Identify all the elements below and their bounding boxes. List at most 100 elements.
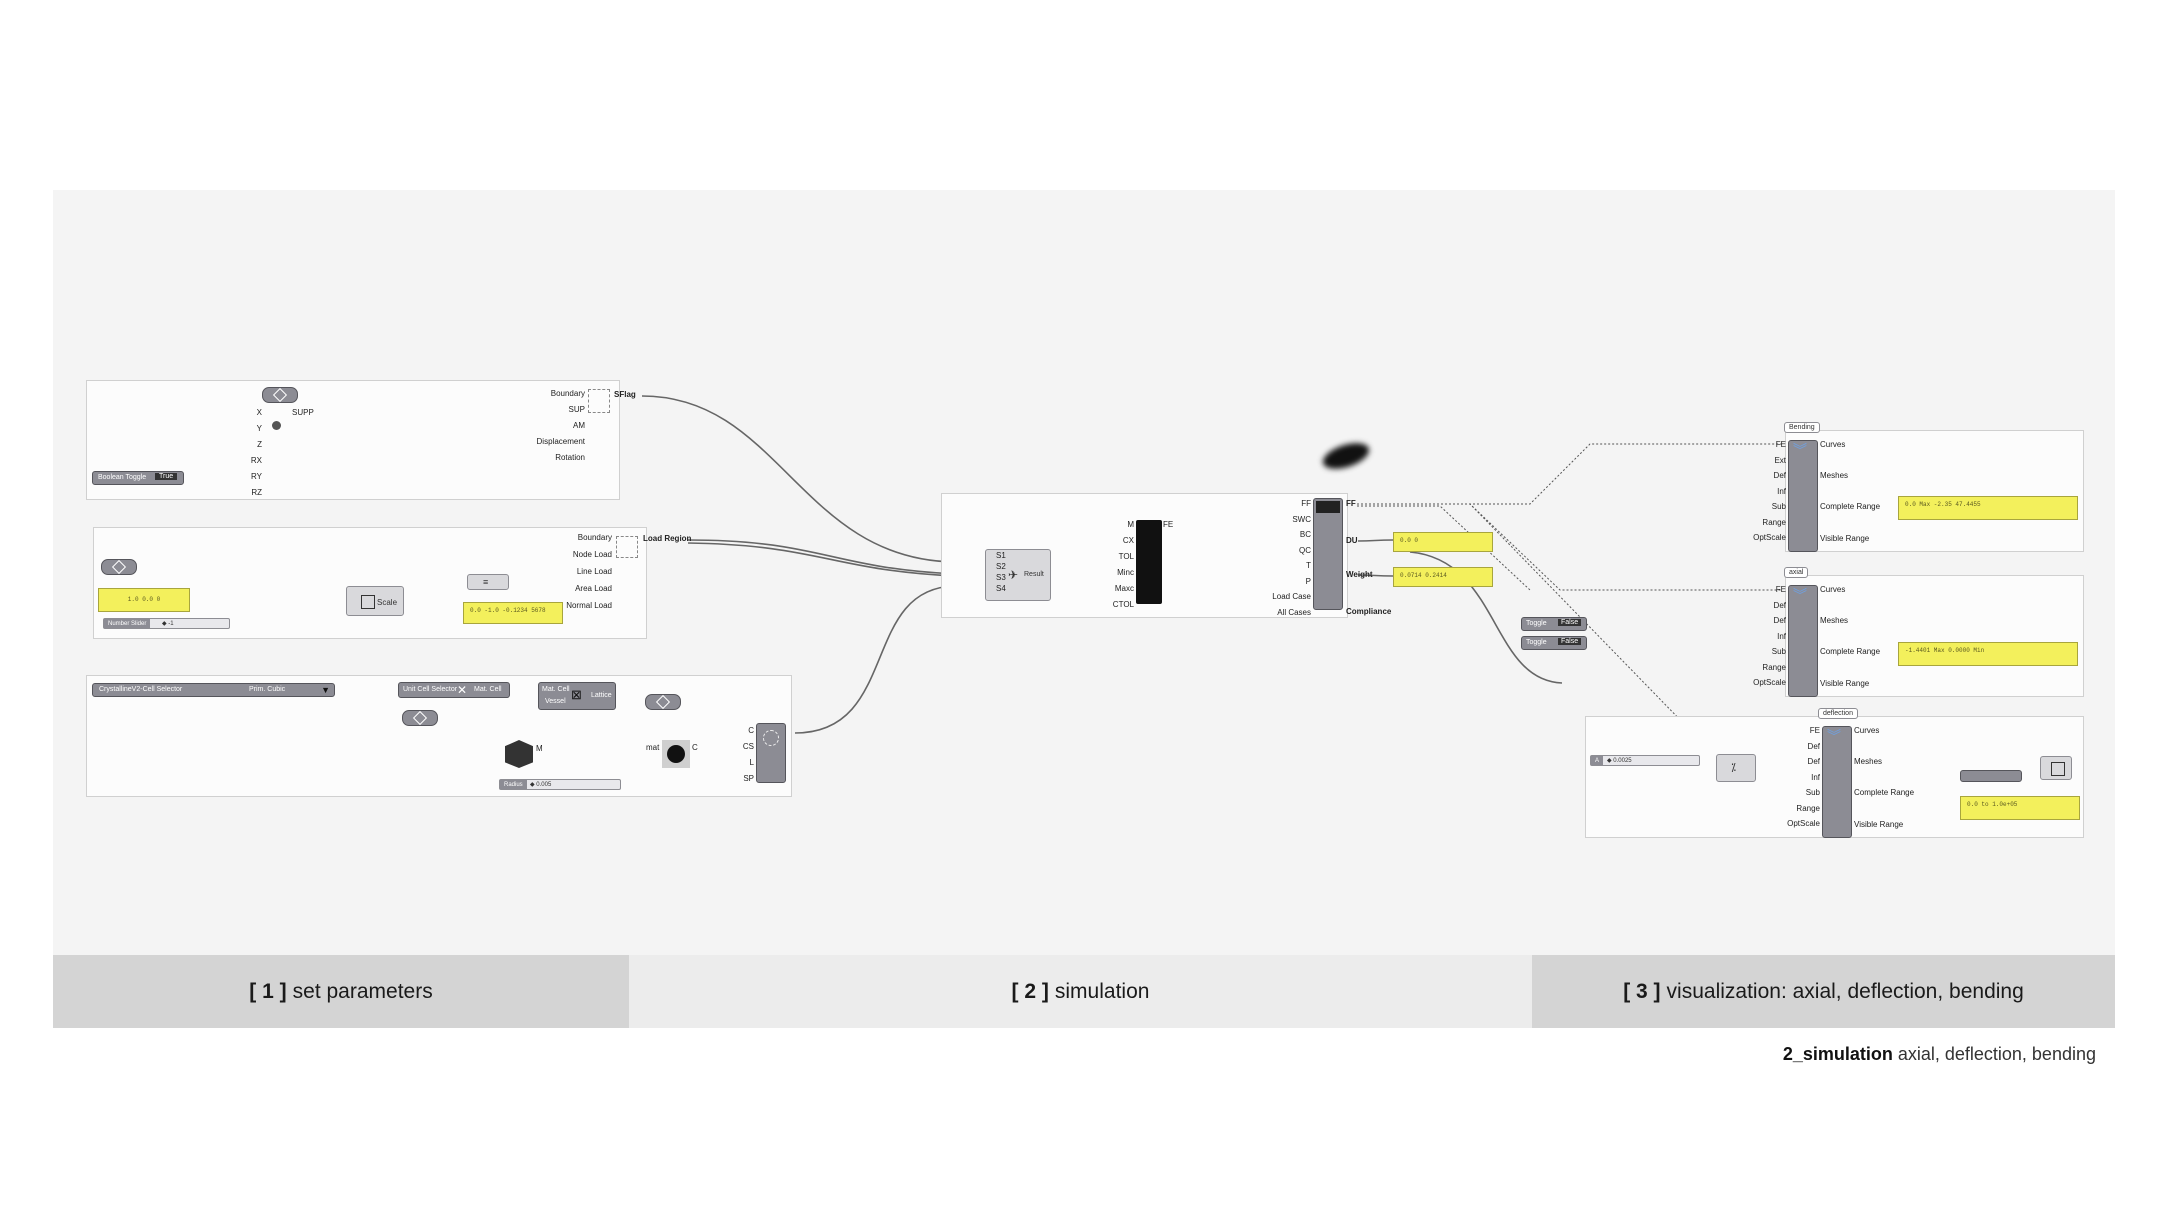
bnd-in-label-3: Displacement xyxy=(536,437,585,446)
toggle-1-value[interactable]: False xyxy=(1558,619,1582,626)
solver-in-label-3: Minc xyxy=(1117,568,1134,577)
vis-1-output-2: Complete Range xyxy=(1820,647,1881,656)
vis-1-input-6: OptScale xyxy=(1753,678,1786,687)
vis-2-input-4: Sub xyxy=(1805,788,1820,797)
vis-group-1 xyxy=(1785,575,2084,697)
scale-component[interactable]: Scale xyxy=(346,586,404,616)
asm-in-label-3: SP xyxy=(743,774,754,783)
solver-component[interactable] xyxy=(1136,520,1162,604)
vessel-pill[interactable] xyxy=(402,710,438,726)
toggle-2[interactable]: Toggle False xyxy=(1521,636,1587,650)
multiply-component[interactable]: ⁒ xyxy=(1716,754,1756,782)
mat-cell-output: Mat. Cell xyxy=(474,686,502,693)
deflection-slider[interactable]: A ◆ 0.0025 xyxy=(1590,755,1700,766)
vis-panel-0[interactable]: 0.0 Max -2.35 47.4455 xyxy=(1898,496,2078,520)
wire-fe-axial2 xyxy=(1357,505,1531,591)
preview-component[interactable] xyxy=(2040,756,2072,780)
analysis-header xyxy=(1316,501,1340,513)
wire-weight xyxy=(1357,574,1394,577)
vis-2-input-0: FE xyxy=(1809,726,1820,735)
analysis-component[interactable] xyxy=(1313,498,1343,610)
solver-in-label-5: CTOL xyxy=(1112,600,1134,609)
toggle-1-label: Toggle xyxy=(1526,620,1547,627)
an-in-label-3: QC xyxy=(1299,545,1311,555)
multiply-icon: ⁒ xyxy=(1731,762,1736,774)
vis-2-input-3: Inf xyxy=(1811,772,1820,782)
load-in-label-4: Normal Load xyxy=(566,601,612,610)
dropdown-arrow-icon[interactable]: ▼ xyxy=(321,685,330,695)
lattice-input-vessel: Vessel xyxy=(545,698,566,705)
vis-component-0[interactable] xyxy=(1788,440,1818,552)
load-region-output: Load Region xyxy=(643,534,692,543)
vis-2-output-0: Curves xyxy=(1854,726,1880,735)
caption-rest: axial, deflection, bending xyxy=(1892,1044,2096,1064)
load-component-icon[interactable] xyxy=(616,536,638,558)
load-in-label-3: Area Load xyxy=(575,584,612,593)
lattice-pill[interactable] xyxy=(645,694,681,710)
section-2-num: [ 2 ] xyxy=(1011,979,1049,1003)
section-set-parameters: [ 1 ]set parameters xyxy=(53,955,629,1028)
asm-in-label-0: C xyxy=(748,726,754,735)
vis-1-input-4: Sub xyxy=(1771,647,1786,656)
coll-in-label-1: S2 xyxy=(996,562,1006,571)
material-label: M xyxy=(536,744,543,753)
vis-component-1[interactable] xyxy=(1788,585,1818,697)
defl-slider-tag: A xyxy=(1591,756,1604,765)
result-collector[interactable]: Result ✈ xyxy=(985,549,1051,601)
material-sphere-icon[interactable] xyxy=(662,740,690,768)
vis-0-output-0: Curves xyxy=(1820,440,1846,449)
boolean-toggle[interactable]: Boolean Toggle True xyxy=(92,471,184,485)
wire-weight-down xyxy=(1409,551,1563,684)
assembly-icon xyxy=(763,730,779,746)
wire-du xyxy=(1357,539,1394,542)
panel-bottom[interactable]: 0.0 -1.0 -0.1234 5678 xyxy=(463,602,563,624)
number-slider[interactable]: Number Slider ◆ -1 xyxy=(103,618,230,629)
xy-component[interactable]: ≡ xyxy=(467,574,509,590)
section-visualization: [ 3 ]visualization: axial, deflection, b… xyxy=(1532,955,2115,1028)
lock-icon xyxy=(272,421,281,430)
chevron-down-icon: ︾ xyxy=(1793,587,1807,603)
vis-0-input-6: OptScale xyxy=(1753,533,1786,542)
vis-0-input-1: Ext xyxy=(1774,455,1786,465)
mat-label: mat xyxy=(646,743,660,752)
lattice-input-cell: Mat. Cell xyxy=(542,686,570,693)
box-x-icon: ⊠ xyxy=(571,687,582,702)
scale-label: Scale xyxy=(377,598,398,607)
vis-2-input-5: Range xyxy=(1796,803,1820,813)
vector-node[interactable] xyxy=(101,559,137,575)
material-cube-icon[interactable] xyxy=(505,740,533,768)
panel-du[interactable]: 0.0 0 xyxy=(1393,532,1493,552)
section-2-label: simulation xyxy=(1054,979,1150,1003)
vis-1-input-1: Def xyxy=(1773,600,1786,610)
vis-title-2: deflection xyxy=(1818,708,1858,719)
supp-in-label-4: RY xyxy=(251,472,262,481)
swatch-component[interactable] xyxy=(1960,770,2022,782)
vis-panel-2[interactable]: 0.0 to 1.0e+05 xyxy=(1960,796,2080,820)
panel-top[interactable]: 1.0 0.0 0 xyxy=(98,588,190,612)
load-in-label-2: Line Load xyxy=(576,567,612,576)
vis-panel-1[interactable]: -1.4401 Max 0.0000 Min xyxy=(1898,642,2078,666)
assembly-component[interactable] xyxy=(756,723,786,783)
solver-in-label-1: CX xyxy=(1122,536,1134,545)
support-icon-node[interactable] xyxy=(262,387,298,403)
toggle-value[interactable]: True xyxy=(155,473,178,480)
mat-output: C xyxy=(692,743,698,752)
radius-tag: Radius xyxy=(500,780,527,789)
scale-icon xyxy=(361,595,375,609)
cell-selector-dropdown[interactable]: CrystallineV2-Cell Selector Prim. Cubic … xyxy=(92,683,335,697)
vis-component-2[interactable] xyxy=(1822,726,1852,838)
lattice-component[interactable]: Mat. Cell Vessel ⊠ Lattice xyxy=(538,682,616,710)
toggle-1[interactable]: Toggle False xyxy=(1521,617,1587,631)
analysis-out-weight: Weight xyxy=(1346,570,1373,579)
boundary-component-icon[interactable] xyxy=(588,389,610,413)
panel-weight[interactable]: 0.0714 0.2414 xyxy=(1393,567,1493,587)
an-in-label-6: Load Case xyxy=(1272,592,1311,601)
radius-slider[interactable]: Radius ◆ 0.005 xyxy=(499,779,621,790)
vis-2-output-2: Complete Range xyxy=(1854,788,1915,797)
lattice-output: Lattice xyxy=(591,692,612,699)
chevron-down-icon: ︾ xyxy=(1793,442,1807,458)
toggle-2-value[interactable]: False xyxy=(1558,638,1582,645)
unit-cell-selector[interactable]: Unit Cell Selector ✕ Mat. Cell xyxy=(398,682,510,698)
slider-value: ◆ -1 xyxy=(162,621,174,627)
figure-caption: 2_simulation axial, deflection, bending xyxy=(1783,1044,2096,1065)
